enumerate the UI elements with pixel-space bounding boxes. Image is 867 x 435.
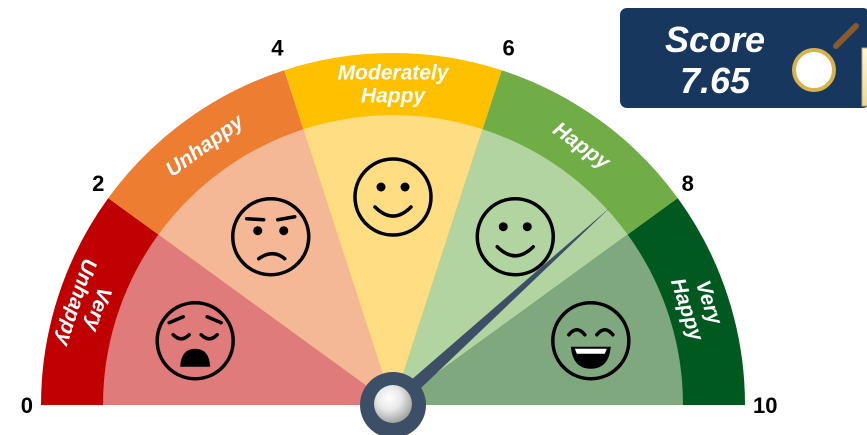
score-badge: Score 7.65 (620, 8, 867, 108)
needle-pointer (388, 206, 612, 411)
tick-label-10: 10 (753, 393, 777, 418)
tick-label-2: 2 (92, 171, 104, 196)
band-label-2-1: Happy (361, 85, 427, 108)
band-inner-2 (303, 115, 483, 405)
happy-face-icon (475, 196, 556, 277)
magnifying-glass-icon (792, 23, 859, 92)
band-label-2-0: Moderately (338, 62, 450, 85)
grinning-face-icon (551, 300, 631, 381)
worried-face-icon (230, 196, 311, 277)
tick-label-4: 4 (271, 35, 284, 60)
anguished-face-icon (155, 300, 235, 381)
needle-hub-cap (374, 385, 412, 423)
smiling-face-icon (353, 157, 433, 237)
gauge-tick-labels: 0 2 4 6 8 10 (21, 35, 778, 418)
score-badge-plaque (861, 47, 867, 107)
band-inner-4 (393, 234, 683, 405)
band-inner-0 (103, 234, 393, 405)
tick-label-8: 8 (682, 171, 694, 196)
gauge-needle (360, 206, 612, 435)
gauge-bands (41, 53, 745, 406)
tick-label-0: 0 (21, 393, 33, 418)
band-inner-3 (393, 129, 628, 405)
band-inner-1 (158, 129, 393, 405)
gauge-faces (155, 157, 631, 381)
score-value: 7.65 (680, 60, 751, 101)
score-label: Score (665, 19, 765, 60)
tick-label-6: 6 (502, 35, 514, 60)
